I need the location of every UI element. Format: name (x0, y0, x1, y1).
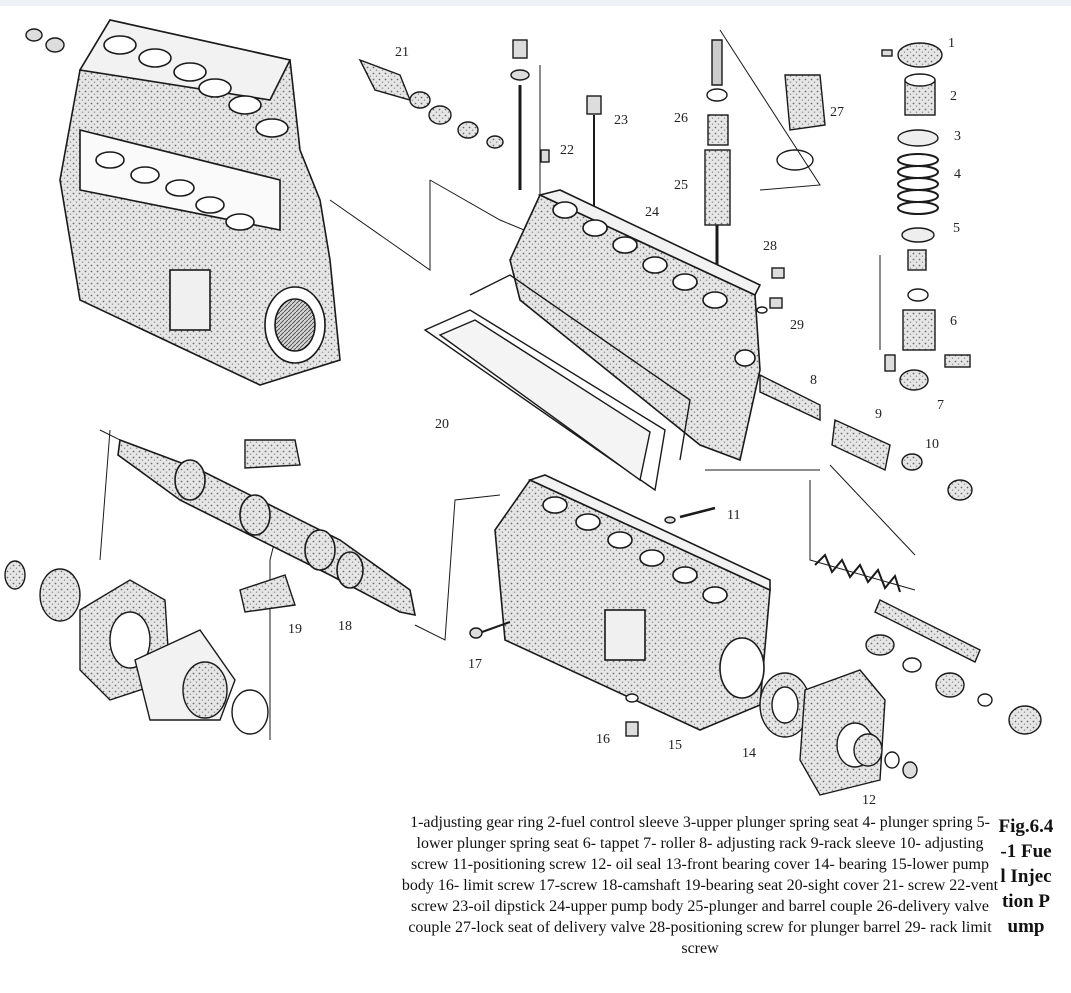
part-24-upper-pump-body (509, 189, 762, 462)
callout-23: 23 (614, 113, 628, 128)
small-nut-topleft (25, 28, 65, 53)
callout-27: 27 (830, 105, 844, 120)
rod-and-nuts (865, 599, 1042, 735)
callout-22: 22 (560, 143, 574, 158)
callout-7: 7 (937, 398, 944, 413)
callout-21: 21 (395, 45, 409, 60)
callout-2: 2 (950, 89, 957, 104)
callout-14: 14 (742, 746, 756, 761)
callout-1: 1 (948, 36, 955, 51)
callout-9: 9 (875, 407, 882, 422)
part-16-17-screws (469, 621, 639, 737)
figure-label: Fig.6.4-1 Fuel Injection Pump (998, 816, 1054, 937)
part-4-plunger-spring (897, 153, 939, 215)
part-27-lock-seat (776, 74, 826, 171)
exploded-view-diagram: 1 2 3 4 5 6 7 8 9 10 11 12 13 14 15 16 1… (4, 19, 1042, 808)
callout-25: 25 (674, 178, 688, 193)
callout-16: 16 (596, 732, 610, 747)
part-3-upper-spring-seat (897, 129, 939, 147)
part-19-bearing-seat (239, 439, 301, 613)
return-spring (814, 553, 901, 593)
part-7-roller (884, 354, 929, 391)
callout-24: 24 (645, 205, 659, 220)
callout-18: 18 (338, 619, 352, 634)
bearing-assembly-lower-left (4, 560, 269, 735)
callout-26: 26 (674, 111, 688, 126)
part-6-tappet (902, 288, 971, 368)
part-2-fuel-control-sleeve (904, 73, 936, 116)
callout-10: 10 (925, 437, 939, 452)
callout-6: 6 (950, 314, 957, 329)
figure-caption: 1-adjusting gear ring 2-fuel control sle… (401, 814, 999, 957)
part-18-camshaft (117, 438, 417, 617)
long-bolt (510, 39, 530, 190)
part-20-sight-cover (423, 274, 691, 492)
top-border (0, 0, 1071, 6)
callout-8: 8 (810, 373, 817, 388)
part-1-adjusting-gear-ring (881, 42, 943, 68)
callout-28: 28 (763, 239, 777, 254)
part-12-oil-seal (853, 733, 918, 779)
callout-12: 12 (862, 793, 876, 808)
part-25-26-plunger (704, 39, 731, 275)
callout-20: 20 (435, 417, 449, 432)
callout-19: 19 (288, 622, 302, 637)
callout-5: 5 (953, 221, 960, 236)
part-15-lower-pump-body (494, 474, 771, 731)
callout-3: 3 (954, 129, 961, 144)
callout-17: 17 (468, 657, 482, 672)
part-13-front-bearing-cover (799, 669, 886, 796)
callout-4: 4 (954, 167, 961, 182)
callout-labels: 1 2 3 4 5 6 7 8 9 10 11 12 13 14 15 16 1… (288, 36, 961, 808)
callout-15: 15 (668, 738, 682, 753)
part-11-positioning-screw (664, 506, 716, 524)
part-5-lower-spring-seat (901, 227, 935, 271)
callout-29: 29 (790, 318, 804, 333)
part-14-bearing (759, 672, 811, 738)
part-28-29-screws (756, 267, 785, 314)
leader-lines (99, 29, 916, 740)
callout-11: 11 (727, 508, 740, 523)
assembled-pump-body (59, 19, 341, 386)
part-8-9-10-rack (759, 373, 973, 501)
part-21-screw (358, 58, 504, 149)
